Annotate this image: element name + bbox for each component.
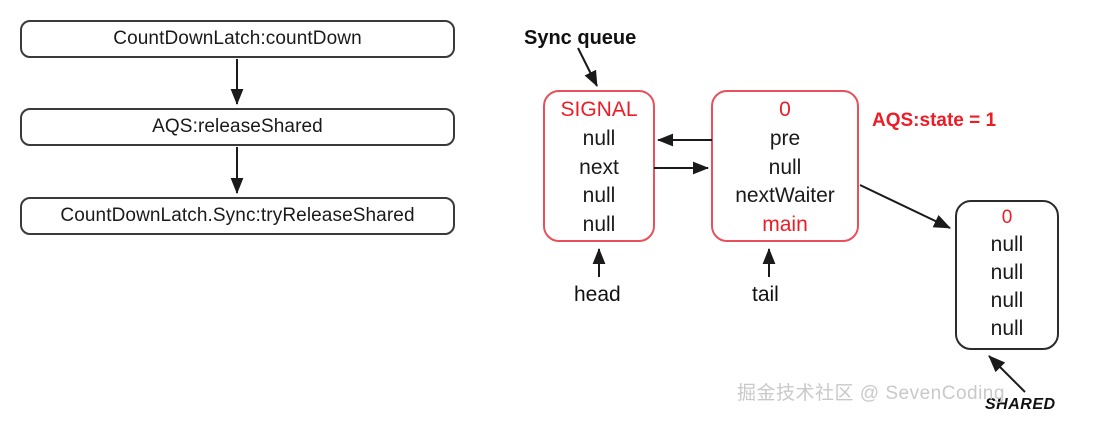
node-row-prev: null [582,126,616,150]
flow-box-label: CountDownLatch:countDown [113,28,362,49]
watermark-text: 掘金技术社区 @ SevenCoding [737,383,1005,404]
flow-box-try-release-shared: CountDownLatch.Sync:tryReleaseShared [20,197,455,235]
node-row-thread: main [762,213,808,236]
sync-queue-head-node: SIGNAL null next null null [543,90,655,242]
aqs-state-label: AQS:state = 1 [872,110,997,131]
shared-mode-label: SHARED [985,396,1056,413]
node-row-nextwaiter: nextWaiter [735,184,835,208]
head-pointer-label: head [574,283,621,306]
node-row-waitstatus: SIGNAL [560,98,638,121]
node-row-thread: null [990,317,1024,340]
sync-queue-tail-node: 0 pre null nextWaiter main [711,90,859,242]
sync-queue-title: Sync queue [524,27,637,49]
node-row-nextwaiter: null [582,184,616,208]
node-row-prev: null [990,233,1024,256]
node-row-thread: null [582,213,616,236]
node-row-prev: pre [769,126,801,150]
node-row-next: next [579,155,619,179]
flow-box-label: AQS:releaseShared [152,116,323,137]
flow-box-count-down: CountDownLatch:countDown [20,20,455,58]
node-row-next: null [768,155,802,179]
node-row-waitstatus: 0 [779,98,791,121]
new-node-arrow [859,184,951,229]
flow-box-label: CountDownLatch.Sync:tryReleaseShared [60,205,415,226]
flow-box-release-shared: AQS:releaseShared [20,108,455,146]
sync-queue-shared-node: 0 null null null null [955,200,1059,350]
node-row-waitstatus: 0 [1001,207,1013,228]
node-row-nextwaiter: null [990,289,1024,312]
node-row-next: null [990,261,1024,284]
sync-queue-title-arrow [577,47,598,87]
tail-pointer-label: tail [752,283,779,306]
